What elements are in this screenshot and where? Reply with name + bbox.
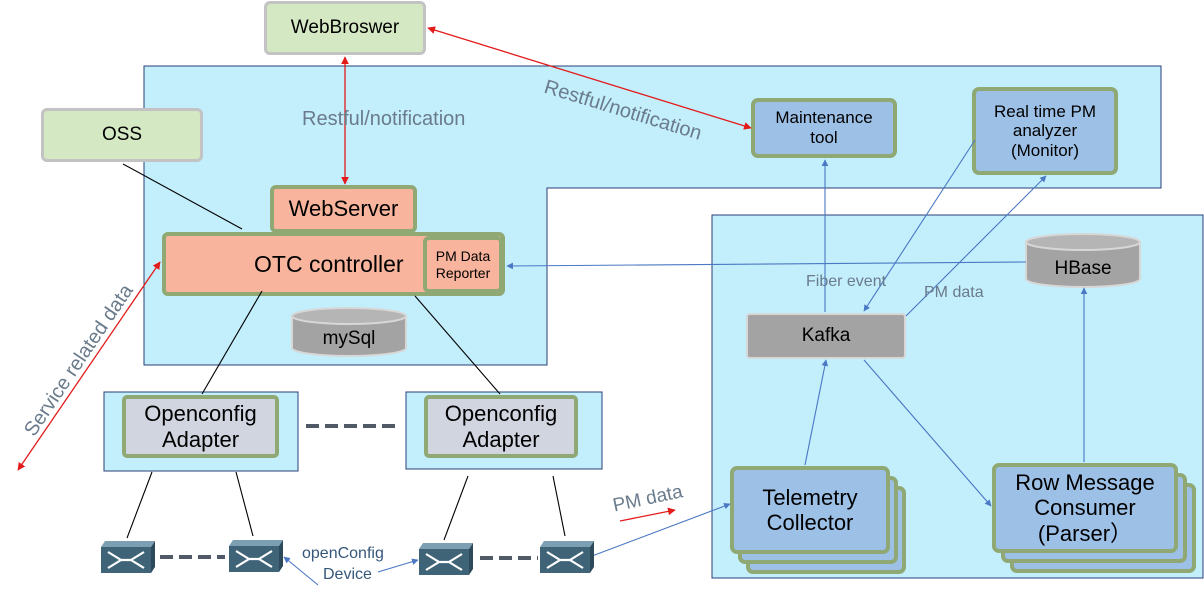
openconfig-adapter-right-node: Openconfig Adapter — [424, 395, 578, 458]
otc-controller-label: OTC controller — [254, 250, 404, 277]
device-to-collector-arrow — [591, 503, 731, 557]
realtime-pm-analyzer-label: Real time PM analyzer (Monitor) — [993, 101, 1097, 160]
hbase-to-pm-reporter-arrow — [506, 261, 1027, 270]
openconfig-adapter-right-label: Openconfig Adapter — [444, 401, 558, 452]
browser-to-maintenance-arrow — [427, 26, 752, 130]
openconfig-device-label-line2: Device — [323, 566, 372, 583]
openconfig-adapter-left-label: Openconfig Adapter — [144, 401, 257, 452]
hbase-label: HBase — [1054, 258, 1112, 279]
hbase-cylinder — [1025, 233, 1141, 288]
mysql-cylinder — [291, 307, 407, 357]
maintenance-tool-node: Maintenance tool — [751, 98, 897, 158]
analyzer-to-kafka-arrow — [863, 139, 976, 312]
controller-to-adapter-left-line — [201, 290, 263, 395]
adapter-right-device3-line — [443, 475, 469, 541]
switch-device-icon-3 — [417, 541, 475, 577]
openconfig-device-arrow-left — [283, 556, 319, 586]
openconfig-device-label-line1: openConfig — [302, 545, 384, 562]
collector-to-kafka-arrow — [804, 359, 829, 466]
kafka-to-analyzer-arrow — [905, 175, 1047, 317]
maintenance-tool-label: Maintenance tool — [775, 108, 873, 147]
oss-to-controller-line — [122, 163, 243, 230]
switch-device-icon-4 — [538, 539, 596, 575]
web-server-node: WebServer — [270, 185, 417, 233]
controller-to-adapter-right-line — [414, 295, 501, 395]
restful-vertical-label: Restful/notification — [302, 108, 466, 130]
mysql-label: mySql — [322, 328, 376, 349]
oss-node: OSS — [41, 108, 203, 162]
row-message-consumer-label: Row Message Consumer (Parser） — [1015, 470, 1155, 546]
telemetry-collector-node: Telemetry Collector — [730, 466, 890, 554]
oss-label: OSS — [101, 124, 143, 146]
telemetry-collector-label: Telemetry Collector — [762, 484, 858, 535]
row-message-consumer-node: Row Message Consumer (Parser） — [992, 463, 1178, 553]
openconfig-device-arrow-right — [377, 558, 419, 573]
pm-data-reporter-label: PM Data Reporter — [435, 248, 491, 281]
web-browser-node: WebBroswer — [264, 1, 426, 55]
adapter-right-device4-line — [552, 475, 566, 537]
service-related-data-arrow — [17, 261, 161, 471]
pm-data-red-arrow — [619, 507, 676, 522]
kafka-to-consumer-arrow — [863, 359, 992, 507]
kafka-label: Kafka — [801, 325, 851, 347]
switch-device-icon-2 — [227, 538, 285, 574]
switch-device-icon-1 — [99, 539, 157, 575]
fiber-event-label: Fiber event — [806, 273, 887, 290]
realtime-pm-analyzer-node: Real time PM analyzer (Monitor) — [972, 87, 1118, 175]
web-server-label: WebServer — [288, 196, 399, 222]
kafka-node: Kafka — [746, 313, 906, 359]
adapter-left-device2-line — [235, 471, 254, 537]
web-browser-label: WebBroswer — [290, 17, 400, 39]
adapter-left-device1-line — [126, 471, 153, 539]
pm-data-kafka-label: PM data — [924, 284, 984, 301]
pm-data-reporter-node: PM Data Reporter — [423, 236, 503, 293]
